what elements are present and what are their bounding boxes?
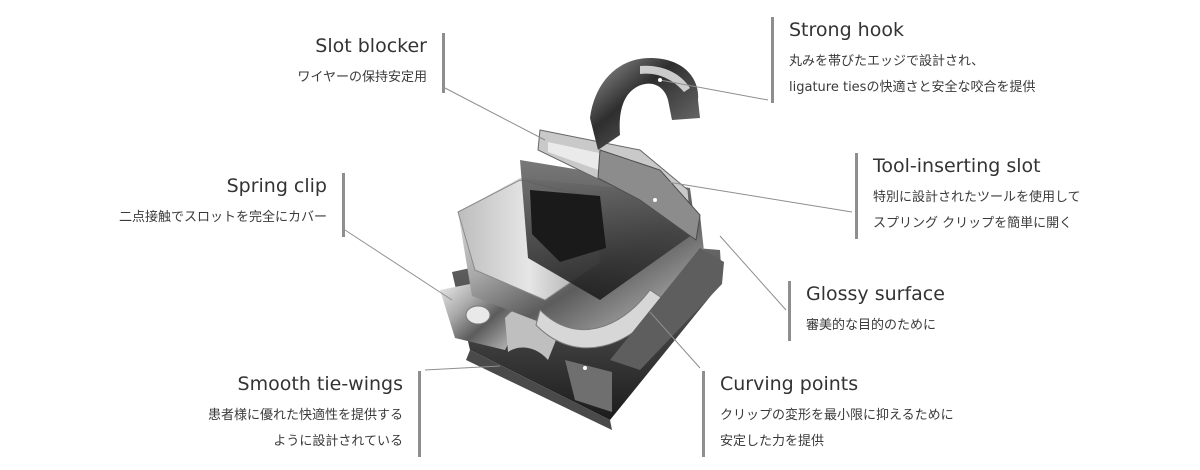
leader-lines	[344, 79, 853, 371]
callout-bar	[418, 371, 421, 457]
callout-strong-hook: Strong hook 丸みを帯びたエッジで設計され、 ligature tie…	[771, 17, 1035, 103]
callout-title: Spring clip	[226, 175, 327, 197]
callout-desc: ワイヤーの保持安定用	[297, 65, 427, 91]
tie-wing-boss	[465, 305, 491, 325]
callout-title: Strong hook	[789, 19, 904, 41]
leader-glossy	[719, 235, 787, 311]
dot-tool	[653, 198, 657, 202]
leader-strong-hook	[659, 79, 769, 101]
callout-bar	[342, 173, 345, 237]
callout-desc: クリップの変形を最小限に抑えるために 安定した力を提供	[720, 403, 954, 455]
right-wing	[610, 248, 724, 370]
callout-tool-inserting-slot: Tool-inserting slot 特別に設計されたツールを使用して スプリ…	[855, 153, 1081, 239]
callout-desc-line: 特別に設計されたツールを使用して	[873, 190, 1081, 205]
callout-bar	[788, 281, 791, 341]
leader-spring-clip	[344, 229, 453, 301]
callout-desc-line: ligature tiesの快適さと安全な咬合を提供	[789, 80, 1036, 95]
callout-title: Smooth tie-wings	[237, 373, 403, 395]
front-wing	[565, 360, 612, 412]
callout-glossy-surface: Glossy surface 審美的な目的のために	[788, 281, 945, 341]
leader-tie-wings	[424, 365, 501, 371]
callout-bar	[855, 153, 858, 239]
callout-desc-line: スプリング クリップを簡単に開く	[873, 216, 1073, 231]
leader-curving	[649, 311, 701, 369]
base-edge	[466, 350, 612, 430]
callout-bar	[442, 33, 445, 93]
callout-curving-points: Curving points クリップの変形を最小限に抑えるために 安定した力を…	[702, 371, 954, 457]
callout-desc-line: 審美的な目的のために	[806, 318, 937, 333]
callout-desc-line: 患者様に優れた快適性を提供する	[207, 408, 403, 423]
callout-desc: 二点接触でスロットを完全にカバー	[119, 205, 327, 231]
slot-window	[530, 190, 606, 262]
callout-slot-blocker: Slot blocker ワイヤーの保持安定用	[297, 33, 445, 93]
callout-title: Slot blocker	[315, 35, 427, 57]
callout-desc-line: 安定した力を提供	[720, 434, 825, 449]
tool-slot	[597, 149, 701, 241]
callout-bar	[771, 17, 774, 103]
callout-desc-line: 丸みを帯びたエッジで設計され、	[789, 54, 985, 69]
callout-desc-line: ワイヤーの保持安定用	[297, 70, 427, 85]
dot-hook	[658, 78, 662, 82]
callout-desc: 丸みを帯びたエッジで設計され、 ligature tiesの快適さと安全な咬合を…	[789, 49, 1035, 101]
callout-desc: 審美的な目的のために	[806, 313, 945, 339]
callout-bar	[702, 371, 705, 457]
leader-slot-blocker	[444, 87, 546, 141]
callout-desc-line: 二点接触でスロットを完全にカバー	[118, 210, 327, 225]
callout-desc: 特別に設計されたツールを使用して スプリング クリップを簡単に開く	[873, 185, 1081, 237]
callout-title: Curving points	[720, 373, 859, 395]
callout-desc-line: ように設計されている	[273, 434, 403, 449]
callout-spring-clip: Spring clip 二点接触でスロットを完全にカバー	[119, 173, 345, 237]
callout-title: Glossy surface	[806, 283, 945, 305]
callout-desc: 患者様に優れた快適性を提供する ように設計されている	[208, 403, 403, 455]
hook-highlight	[640, 65, 690, 92]
callout-title: Tool-inserting slot	[873, 155, 1041, 177]
leader-dots	[583, 78, 662, 370]
callout-smooth-tie-wings: Smooth tie-wings 患者様に優れた快適性を提供する ように設計され…	[208, 371, 421, 457]
leader-tool-slot	[654, 179, 853, 213]
dot-wing	[583, 366, 587, 370]
callout-desc-line: クリップの変形を最小限に抑えるために	[720, 408, 954, 423]
